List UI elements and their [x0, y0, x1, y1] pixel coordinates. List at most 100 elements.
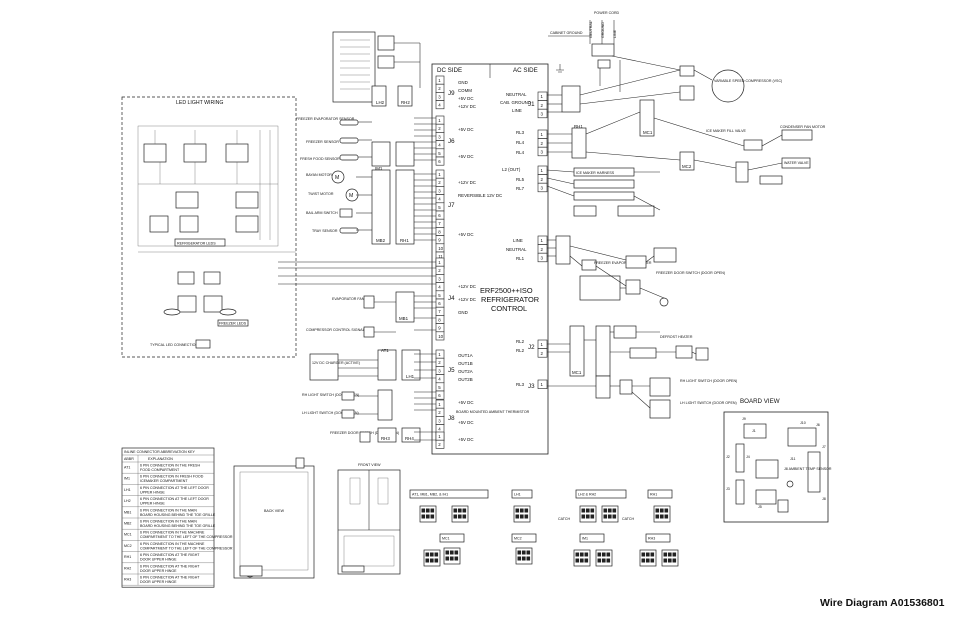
svg-text:M: M	[335, 175, 339, 181]
dc-voltage: +12V DC	[458, 297, 476, 302]
abbrev-explanation: 6 PIN CONNECTION IN THE FRESH	[140, 464, 200, 468]
ac-label: RL2	[516, 348, 525, 353]
svg-text:8: 8	[438, 317, 441, 322]
ac-label: LINE	[512, 108, 522, 113]
svg-text:7: 7	[438, 309, 441, 314]
board-view-label: J5	[758, 505, 762, 509]
board-view-label: J7	[822, 445, 826, 449]
connector-view-lh1: LH1	[511, 489, 533, 523]
board-view-label: J8 AMBIENT TEMP SENSOR	[784, 467, 832, 471]
abbrev-code: MC1	[124, 533, 132, 537]
freezer-evaporator-sensor-label: FREEZER EVAPORATOR SENSOR	[296, 117, 355, 121]
power-wire-ground: GROUND	[601, 22, 605, 38]
j2-label: J2	[528, 344, 535, 351]
connector-view-label: MC1	[442, 537, 450, 541]
rh-light-switch-label: RH LIGHT SWITCH (DOOR OPEN)	[302, 393, 359, 397]
connector-view-im1: IM1	[573, 533, 613, 567]
ac-label: CAB. GROUND	[500, 100, 531, 105]
ac-side-label: AC SIDE	[513, 67, 538, 74]
power-cord-label: POWER CORD	[594, 11, 620, 15]
connector-view-mc2: MC2	[511, 533, 537, 565]
abbrev-explanation: 6 PIN CONNECTION IN THE MAIN	[140, 508, 197, 512]
j1-label: J1	[528, 101, 535, 108]
j6-label: J6	[448, 138, 455, 145]
connector-view-lh2-rh2: LH2 & RH2	[575, 489, 627, 523]
svg-text:1: 1	[438, 402, 441, 407]
abbrev-explanation: 6 PIN CONNECTION AT THE LEFT DOOR	[140, 486, 209, 490]
svg-text:1: 1	[541, 168, 544, 173]
dc-voltage: +5V DC	[458, 232, 474, 237]
abbrev-explanation-cont: COMPARTMENT TO THE LEFT OF THE COMPRESSO…	[140, 546, 233, 550]
svg-text:1: 1	[438, 260, 441, 265]
right-middle-components: FREEZER EVAPORATOR HEATER FREEZER DOOR S…	[555, 235, 737, 419]
j9-label: J9	[448, 90, 455, 97]
condenser-fan-label: CONDENSER FAN MOTOR	[780, 125, 826, 129]
svg-text:3: 3	[438, 94, 441, 99]
connector-view-label: IM1	[582, 537, 588, 541]
abbrev-explanation: 6 PIN CONNECTION AT THE RIGHT	[140, 576, 200, 580]
ac-label: NEUTRAL	[506, 92, 527, 97]
abbrev-code: MC2	[124, 544, 132, 548]
dc-voltage: OUT1B	[458, 361, 473, 366]
typical-led-connection-label: TYPICAL LED CONNECTION	[150, 343, 198, 347]
led-panel-title: LED LIGHT WIRING	[176, 100, 223, 106]
svg-text:2: 2	[541, 351, 544, 356]
svg-text:2: 2	[438, 268, 441, 273]
twist-motor-label: TWIST MOTOR	[308, 192, 334, 196]
svg-text:4: 4	[438, 197, 441, 202]
abbrev-code: RH3	[124, 578, 131, 582]
board-view-label: J8	[822, 497, 826, 501]
j8-label: J8	[448, 415, 455, 422]
svg-text:5: 5	[438, 151, 441, 156]
dc-voltage: OUT1A	[458, 353, 473, 358]
dc-voltage-labels: GND COMM +5V DC +12V DC +5V DC +5V DC +1…	[456, 80, 530, 442]
svg-text:10: 10	[438, 334, 443, 339]
svg-text:2: 2	[438, 126, 441, 131]
abbrev-code: RH1	[124, 555, 131, 559]
svg-text:1: 1	[438, 118, 441, 123]
led-harness-lines	[278, 261, 436, 285]
abbrev-code: MB1	[124, 510, 131, 514]
abbrev-explanation-cont: COMPARTMENT TO THE LEFT OF THE COMPRESSO…	[140, 535, 233, 539]
control-line1: ERF2500++ISO	[480, 286, 533, 295]
j5-label: J5	[448, 367, 455, 374]
connector-view-label: RH3	[648, 537, 655, 541]
catch-label: CATCH	[622, 517, 635, 521]
svg-text:RH4: RH4	[405, 436, 414, 441]
board-view-label: J10	[800, 421, 806, 425]
dc-voltage: +5V DC	[458, 400, 474, 405]
svg-text:9: 9	[438, 326, 441, 331]
ac-label: RL4	[516, 140, 525, 145]
connector-view-label: MC2	[514, 537, 522, 541]
dc-voltage: OUT2A	[458, 369, 473, 374]
abbrev-explanation: 6 PIN CONNECTION IN THE MAIN	[140, 520, 197, 524]
svg-text:6: 6	[438, 159, 441, 164]
left-wires	[338, 117, 436, 441]
compressor-control-label: COMPRESSOR CONTROL SIGNAL	[306, 328, 365, 332]
svg-text:11: 11	[438, 254, 443, 259]
freezer-sensor-label: FREEZER SENSOR	[306, 140, 339, 144]
svg-text:2: 2	[438, 86, 441, 91]
svg-text:RH1: RH1	[574, 124, 583, 129]
connector-view-rh3: RH3	[639, 533, 679, 567]
abbrev-explanation: 6 PIN CONNECTION AT THE RIGHT	[140, 564, 200, 568]
dc-voltage: +5V DC	[458, 154, 474, 159]
svg-text:6: 6	[438, 301, 441, 306]
diagram-title: Wire Diagram A01536801	[820, 597, 945, 609]
evaporator-fan-label: EVAPORATOR FAN (BLC)	[332, 297, 375, 301]
cabinet-back-view: BACK VIEW	[233, 457, 315, 579]
svg-text:LH2: LH2	[376, 100, 385, 105]
board-view-label: J4	[746, 455, 750, 459]
board-view-label: J9	[742, 417, 746, 421]
freezer-evap-heater-label: FREEZER EVAPORATOR HEATER	[594, 261, 652, 265]
abbrev-table-title: INLINE CONNECTOR ABBREVIATION KEY	[124, 450, 196, 454]
abbrev-explanation-cont: ICEMAKER COMPARTMENT	[140, 479, 188, 483]
board-view-label: J3	[726, 487, 730, 491]
svg-text:1: 1	[541, 382, 544, 387]
svg-text:MC2: MC2	[682, 164, 692, 169]
abbrev-explanation-cont: BOARD HOUSING BEHIND THE TOE GRILLE	[140, 513, 216, 517]
catch-label: CATCH	[558, 517, 571, 521]
svg-text:3: 3	[541, 255, 544, 260]
